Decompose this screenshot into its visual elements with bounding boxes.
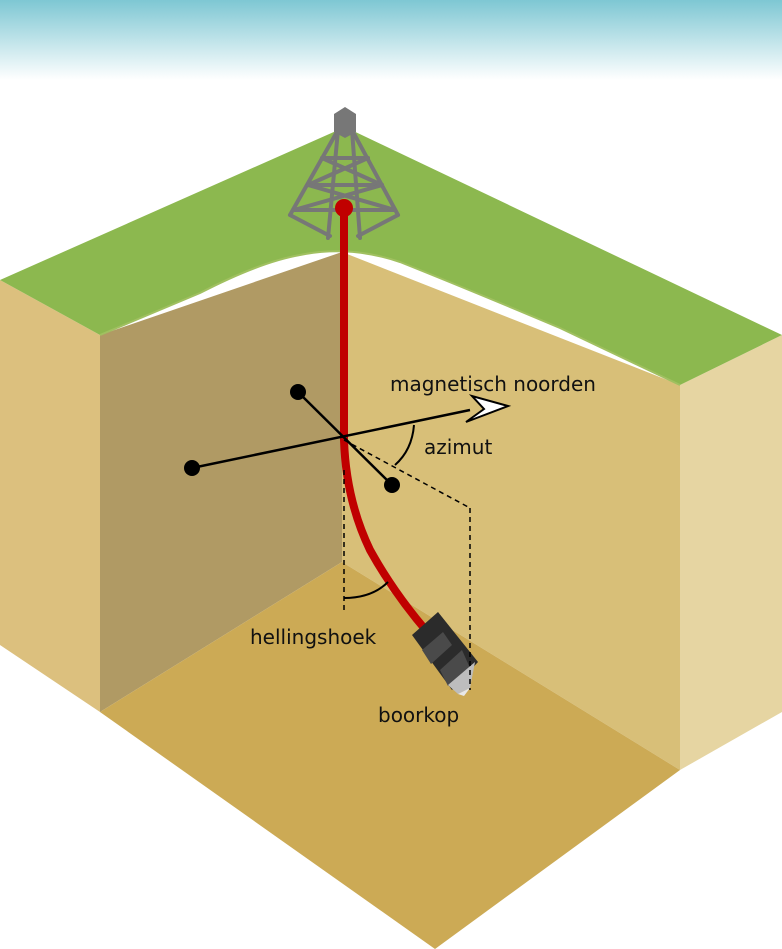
front-left-face xyxy=(0,280,100,712)
label-azimuth: azimut xyxy=(424,435,492,459)
axis-end-point xyxy=(184,460,200,476)
axis-end-point xyxy=(384,477,400,493)
label-drill-bit: boorkop xyxy=(378,703,459,727)
grass-edge xyxy=(99,250,681,386)
projection-lines xyxy=(343,439,471,690)
grass-surface xyxy=(0,127,782,385)
inclination-arc xyxy=(343,581,389,599)
axis-end-point xyxy=(290,384,306,400)
label-inclination: hellingshoek xyxy=(250,625,377,649)
back-left-wall xyxy=(100,252,342,712)
north-arrowhead xyxy=(465,394,512,423)
derrick-crown xyxy=(334,107,356,138)
back-right-wall xyxy=(342,252,680,770)
derrick-icon xyxy=(288,128,400,240)
front-right-face xyxy=(680,335,782,770)
axis-east-west xyxy=(191,408,471,470)
drill-bit-icon xyxy=(412,612,478,696)
header-gradient xyxy=(0,0,782,80)
azimuth-arc xyxy=(394,424,415,466)
drill-pipe xyxy=(340,208,434,639)
label-magnetic-north: magnetisch noorden xyxy=(390,372,596,396)
axis-cross xyxy=(297,391,393,486)
floor xyxy=(100,562,680,949)
